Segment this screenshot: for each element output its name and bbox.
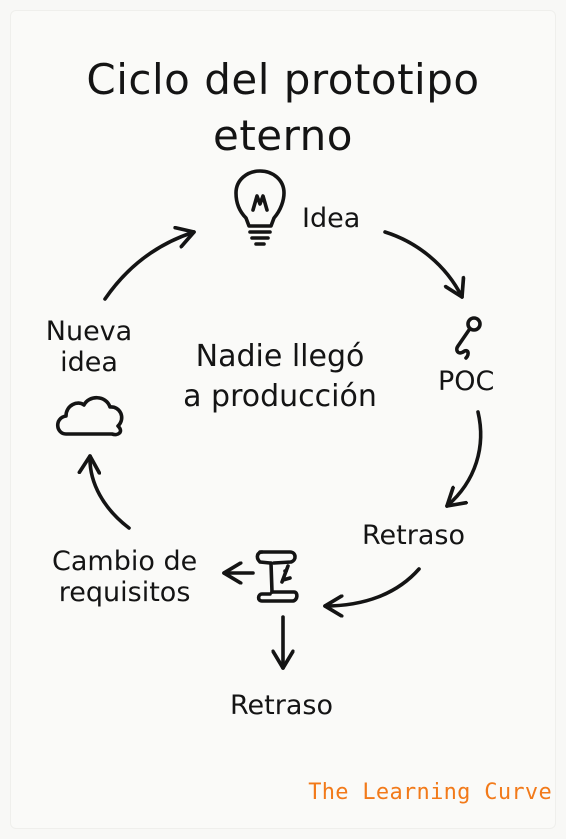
- arrow-nueva-to-idea: [103, 232, 194, 301]
- scroll-document-icon: [255, 550, 299, 603]
- diagram-title: Ciclo del prototipo eterno: [0, 52, 566, 164]
- arrow-cambio-to-nueva: [90, 456, 131, 530]
- center-line-1: Nadie llegó: [195, 339, 365, 374]
- arrow-idea-to-poc: [383, 230, 462, 297]
- node-nueva-line-1: Nueva: [45, 316, 133, 347]
- cloud-icon: [55, 395, 124, 437]
- node-cambio-line-1: Cambio de: [52, 546, 198, 577]
- title-line-2: eterno: [213, 111, 353, 160]
- title-line-1: Ciclo del prototipo: [86, 55, 480, 104]
- center-line-2: a producción: [183, 379, 377, 414]
- arrow-retraso-to-scroll: [325, 567, 421, 606]
- arrow-poc-to-retraso: [447, 410, 483, 506]
- center-message: Nadie llegó a producción: [150, 337, 410, 417]
- node-cambio-line-2: requisitos: [58, 577, 191, 608]
- node-cambio-requisitos: Cambio de requisitos: [52, 546, 197, 608]
- node-idea: Idea: [302, 203, 361, 234]
- node-nueva-line-2: idea: [60, 347, 118, 378]
- node-poc: POC: [438, 366, 495, 397]
- node-nueva-idea: Nueva idea: [44, 316, 134, 378]
- node-retraso-right: Retraso: [362, 520, 465, 551]
- brand-watermark: The Learning Curve: [308, 780, 552, 805]
- node-retraso-bottom: Retraso: [230, 690, 333, 721]
- microphone-icon: [455, 316, 482, 360]
- card-frame: [10, 10, 556, 829]
- lightbulb-icon: [234, 169, 286, 246]
